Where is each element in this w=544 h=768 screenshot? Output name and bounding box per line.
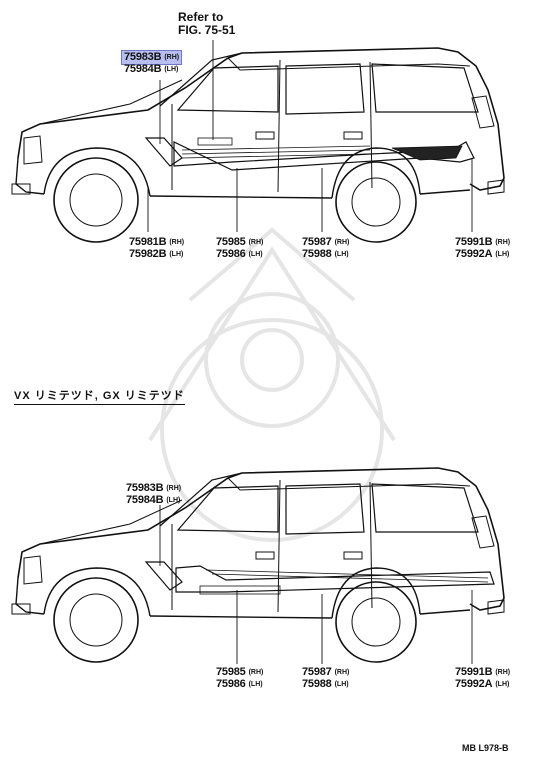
label-75987-upper: 75987(RH) bbox=[302, 236, 349, 249]
section-label-limited: VX リミテツド, GX リミテツド bbox=[14, 387, 185, 405]
part-number: 75985 bbox=[216, 236, 246, 248]
reference-note-line2: FIG. 75-51 bbox=[178, 23, 236, 37]
part-number: 75984B bbox=[126, 494, 164, 506]
part-number: 75988 bbox=[302, 248, 332, 260]
label-75992A-upper: 75992A(LH) bbox=[455, 248, 509, 261]
side-marker: (LH) bbox=[334, 251, 349, 258]
part-number: 75987 bbox=[302, 666, 332, 678]
side-marker: (RH) bbox=[248, 239, 264, 246]
side-marker: (RH) bbox=[169, 239, 185, 246]
label-75984B-upper: 75984B(LH) bbox=[124, 63, 178, 76]
part-number: 75991B bbox=[455, 236, 493, 248]
label-75991B-lower: 75991B(RH) bbox=[455, 666, 510, 679]
part-number: 75984B bbox=[124, 63, 162, 75]
label-75988-upper: 75988(LH) bbox=[302, 248, 349, 261]
side-marker: (RH) bbox=[495, 239, 511, 246]
leader-lines-lower bbox=[159, 505, 473, 664]
part-number: 75992A bbox=[455, 678, 493, 690]
side-marker: (LH) bbox=[169, 251, 184, 258]
side-marker: (LH) bbox=[495, 251, 510, 258]
label-75985-lower: 75985(RH) bbox=[216, 666, 263, 679]
side-marker: (LH) bbox=[164, 66, 179, 73]
label-75992A-lower: 75992A(LH) bbox=[455, 678, 509, 691]
label-75982B: 75982B(LH) bbox=[129, 248, 183, 261]
part-number: 75983B bbox=[124, 51, 162, 63]
part-number: 75987 bbox=[302, 236, 332, 248]
vehicle-standard bbox=[11, 47, 505, 243]
label-75988-lower: 75988(LH) bbox=[302, 678, 349, 691]
side-marker: (RH) bbox=[248, 669, 264, 676]
part-number: 75981B bbox=[129, 236, 167, 248]
label-75985-upper: 75985(RH) bbox=[216, 236, 263, 249]
label-75981B: 75981B(RH) bbox=[129, 236, 184, 249]
leader-lines-upper bbox=[147, 40, 473, 232]
label-75986-upper: 75986(LH) bbox=[216, 248, 263, 261]
side-marker: (RH) bbox=[495, 669, 511, 676]
part-number: 75982B bbox=[129, 248, 167, 260]
stripe-decals-upper bbox=[144, 137, 475, 171]
label-75983B-lower: 75983B(RH) bbox=[126, 482, 181, 495]
side-marker: (LH) bbox=[334, 681, 349, 688]
label-75983B-upper[interactable]: 75983B(RH) bbox=[120, 50, 183, 65]
part-number: 75992A bbox=[455, 248, 493, 260]
side-marker: (LH) bbox=[166, 497, 181, 504]
side-marker: (LH) bbox=[495, 681, 510, 688]
stripe-decals-lower bbox=[144, 561, 495, 595]
label-75991B-upper: 75991B(RH) bbox=[455, 236, 510, 249]
part-number: 75985 bbox=[216, 666, 246, 678]
part-number: 75983B bbox=[126, 482, 164, 494]
label-75984B-lower: 75984B(LH) bbox=[126, 494, 180, 507]
side-marker: (RH) bbox=[334, 669, 350, 676]
drawing-code: MB L978-B bbox=[462, 743, 509, 753]
part-number: 75986 bbox=[216, 678, 246, 690]
side-marker: (RH) bbox=[164, 54, 180, 61]
reference-note: Refer to FIG. 75-51 bbox=[178, 11, 235, 37]
side-marker: (RH) bbox=[334, 239, 350, 246]
part-number: 75991B bbox=[455, 666, 493, 678]
part-number: 75988 bbox=[302, 678, 332, 690]
part-number: 75986 bbox=[216, 248, 246, 260]
side-marker: (LH) bbox=[248, 251, 263, 258]
side-marker: (RH) bbox=[166, 485, 182, 492]
label-75986-lower: 75986(LH) bbox=[216, 678, 263, 691]
reference-note-line1: Refer to bbox=[178, 10, 224, 24]
side-marker: (LH) bbox=[248, 681, 263, 688]
watermark-emblem bbox=[148, 227, 396, 542]
vehicle-limited bbox=[11, 467, 505, 663]
label-75987-lower: 75987(RH) bbox=[302, 666, 349, 679]
